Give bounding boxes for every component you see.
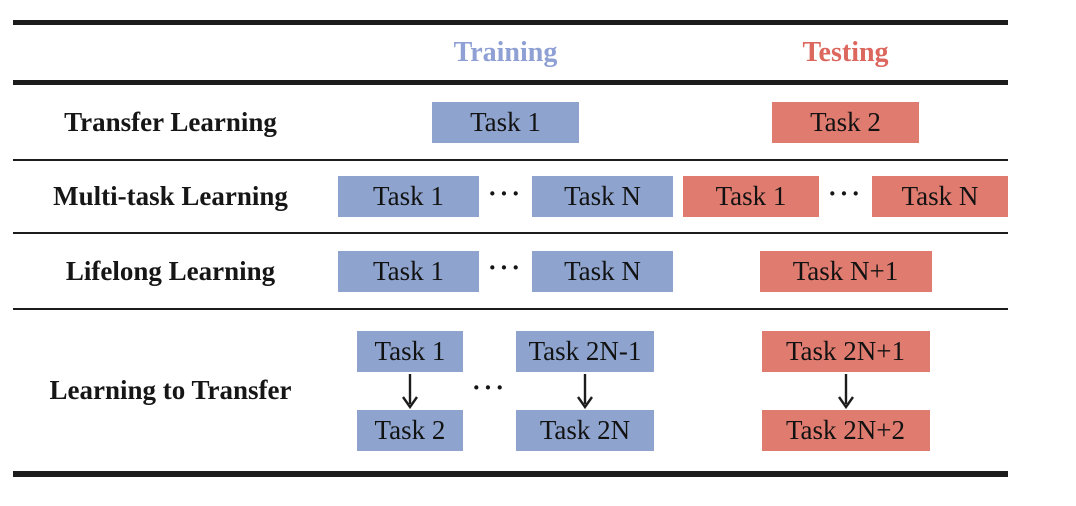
testing-column-header: Testing — [802, 36, 889, 68]
row-label-learning-to-transfer: Learning to Transfer — [49, 375, 292, 405]
task-pair-training: Task 1 Task 2 — [356, 330, 463, 451]
task-box-training: Task 1 — [356, 330, 463, 372]
learning-to-transfer-training-cell: Task 1 Task 2 ··· Task 2N-1 — [328, 330, 683, 451]
down-arrow-icon — [835, 372, 857, 410]
task-box-testing: Task N — [872, 176, 1008, 217]
row-label-multi-task-learning: Multi-task Learning — [53, 181, 288, 211]
header-bottom-rule — [13, 80, 1008, 85]
ellipsis: ··· — [487, 253, 523, 282]
down-arrow-icon — [399, 372, 421, 410]
row-divider — [13, 308, 1008, 310]
task-box-training: Task 2N — [516, 409, 654, 451]
lifelong-testing-cell: Task N+1 — [683, 250, 1008, 292]
task-pair-testing: Task 2N+1 Task 2N+2 — [761, 330, 930, 451]
task-box-testing: Task N+1 — [759, 250, 932, 292]
ellipsis: ··· — [487, 178, 523, 208]
row-learning-to-transfer: Learning to Transfer Task 1 Task 2 ··· T… — [13, 310, 1008, 471]
header-row: Training Testing — [13, 25, 1008, 80]
task-box-testing: Task 2 — [772, 101, 919, 143]
top-rule — [13, 20, 1008, 25]
training-column-header: Training — [453, 36, 558, 68]
bottom-rule — [13, 471, 1008, 477]
task-box-training: Task 2N-1 — [516, 330, 654, 372]
transfer-learning-training-cell: Task 1 — [328, 101, 683, 143]
row-label-transfer-learning: Transfer Learning — [64, 106, 277, 137]
task-box-training: Task 1 — [337, 250, 479, 292]
task-box-training: Task 1 — [432, 101, 579, 143]
task-box-training: Task N — [532, 250, 673, 292]
down-arrow-icon — [574, 372, 596, 410]
training-header-cell: Training — [328, 37, 683, 69]
row-divider — [13, 159, 1008, 161]
task-box-testing: Task 2N+1 — [761, 330, 930, 372]
multi-task-training-cell: Task 1 ··· Task N — [328, 176, 683, 217]
row-label-lifelong-learning: Lifelong Learning — [65, 255, 276, 286]
row-multi-task-learning: Multi-task Learning Task 1 ··· Task N Ta… — [13, 161, 1008, 232]
task-pair-training: Task 2N-1 Task 2N — [516, 330, 654, 451]
learning-to-transfer-testing-cell: Task 2N+1 Task 2N+2 — [683, 330, 1008, 451]
ellipsis: ··· — [471, 372, 507, 402]
testing-header-cell: Testing — [683, 37, 1008, 69]
transfer-learning-testing-cell: Task 2 — [683, 101, 1008, 143]
multi-task-testing-cell: Task 1 ··· Task N — [683, 176, 1008, 217]
task-box-training: Task N — [532, 176, 673, 217]
row-transfer-learning: Transfer Learning Task 1 Task 2 — [13, 85, 1008, 159]
row-divider — [13, 232, 1008, 234]
task-box-training: Task 2 — [356, 409, 463, 451]
ellipsis: ··· — [827, 178, 863, 208]
task-box-training: Task 1 — [337, 176, 479, 217]
learning-paradigms-comparison-table: Training Testing Transfer Learning Task … — [13, 20, 1008, 477]
row-lifelong-learning: Lifelong Learning Task 1 ··· Task N Task… — [13, 234, 1008, 308]
task-box-testing: Task 2N+2 — [761, 409, 930, 451]
task-box-testing: Task 1 — [683, 176, 819, 217]
lifelong-training-cell: Task 1 ··· Task N — [328, 250, 683, 292]
